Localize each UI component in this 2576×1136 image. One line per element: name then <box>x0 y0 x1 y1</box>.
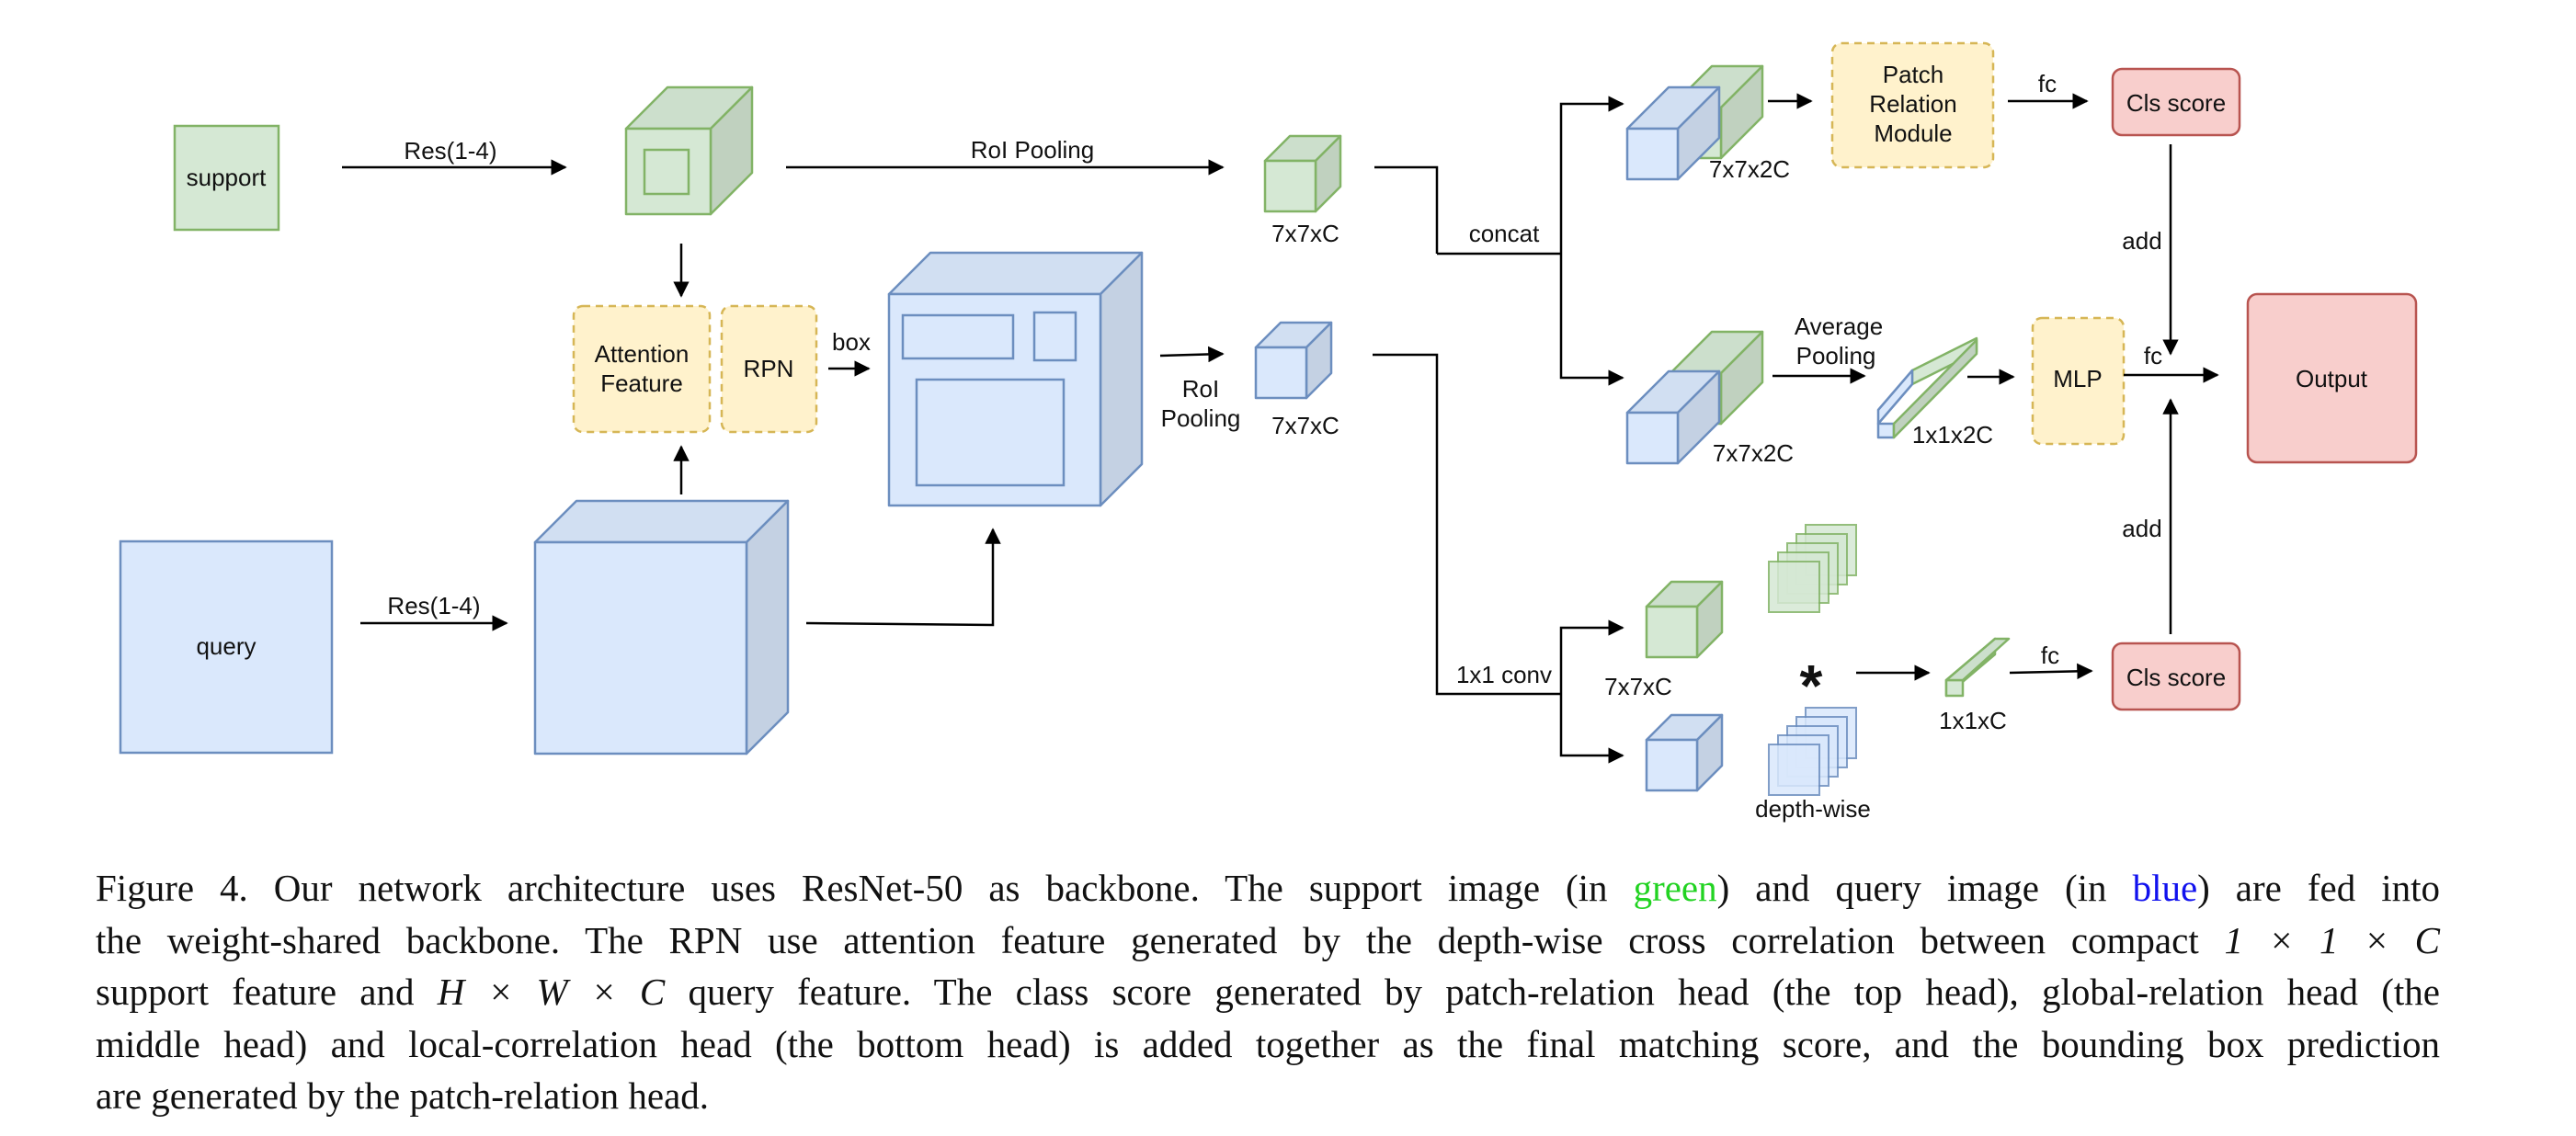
arrow-concat-mid <box>1559 254 1624 386</box>
caption-line-4: middle head) and local-correlation head … <box>96 1022 2440 1065</box>
cls-score-top <box>2111 67 2241 137</box>
mid-concat-blue <box>1625 369 1721 465</box>
proposal-box <box>901 313 1015 360</box>
bottom-blue-feature <box>1645 713 1724 792</box>
arrow-roi-pooling-mid <box>1159 346 1225 363</box>
label-query: query <box>196 632 256 660</box>
label-star: * <box>1800 653 1823 719</box>
caption-text: Figure 4. Our network architecture uses … <box>96 867 1634 909</box>
label-dim-query-roi: 7x7xC <box>1271 412 1339 439</box>
diagram-labels: support query Res(1-4) Res(1-4) RoI Pooling 7… <box>187 61 2368 827</box>
label-roi-pooling-top: RoI Pooling <box>971 136 1094 164</box>
caption-math: H × W × C <box>437 971 666 1013</box>
caption-text: the weight-shared backbone. The RPN use … <box>96 918 2225 961</box>
line-query-roi-out <box>1373 353 1561 696</box>
label-mlp: MLP <box>2053 365 2102 392</box>
output-box <box>2246 292 2418 464</box>
label-dim-1x1x2c: 1x1x2C <box>1912 421 1993 449</box>
label-patch-1: Patch <box>1883 61 1944 88</box>
label-res-bottom: Res(1-4) <box>387 592 480 619</box>
cls-score-bottom <box>2111 642 2241 711</box>
caption-math: 1 × 1 × C <box>2224 918 2441 961</box>
top-concat-blue <box>1625 85 1721 181</box>
label-shared-2: 1x1 conv <box>1456 661 1552 688</box>
caption-line-1: Figure 4. Our network architecture uses … <box>96 862 2440 914</box>
support-image <box>173 124 280 232</box>
caption-text: ) and query image (in <box>1716 867 2133 909</box>
label-add-top: add <box>2122 227 2161 255</box>
support-backbone-feature <box>624 85 754 216</box>
green-kernel-slice <box>1768 561 1820 613</box>
query-backbone-feature <box>533 499 790 755</box>
label-attention-1: Attention <box>595 340 690 368</box>
caption-green-word: green <box>1633 867 1717 909</box>
proposal-box <box>1032 311 1077 362</box>
proposal-box <box>915 378 1066 487</box>
label-dim-support-roi: 7x7xC <box>1271 220 1339 247</box>
arrow-fc-bottom <box>2009 663 2093 680</box>
label-fc-bottom: fc <box>2041 642 2059 669</box>
label-res-top: Res(1-4) <box>404 137 496 165</box>
line-support-roi-out <box>1374 165 1439 254</box>
caption-blue-word: blue <box>2132 867 2198 909</box>
label-rpn: RPN <box>744 355 794 382</box>
label-fc-mid: fc <box>2144 342 2162 369</box>
caption-text: support feature and <box>96 971 438 1013</box>
query-image <box>119 540 334 755</box>
arrow-backbone-to-map <box>805 528 1001 627</box>
caption-line-3: support feature and H × W × C query feat… <box>96 966 2440 1018</box>
label-attention-2: Feature <box>600 369 683 397</box>
support-inner-region <box>643 148 690 196</box>
query-feature-map <box>887 251 1144 507</box>
label-dim-1x1xc: 1x1xC <box>1939 707 2007 734</box>
caption-text: query feature. The class score generated… <box>665 971 2440 1013</box>
label-cls-bottom: Cls score <box>2126 664 2226 691</box>
figure-caption: Figure 4. Our network architecture uses … <box>96 862 2440 1122</box>
bottom-green-feature <box>1645 580 1724 659</box>
label-avg-2: Pooling <box>1796 342 1876 369</box>
caption-line-2: the weight-shared backbone. The RPN use … <box>96 914 2440 967</box>
feature-cubes <box>533 64 2011 796</box>
label-fc-top: fc <box>2038 70 2057 97</box>
label-dim-bottom: 7x7xC <box>1604 673 1672 700</box>
attention-feature-box <box>572 304 712 434</box>
label-dim-top-concat: 7x7x2C <box>1709 155 1790 183</box>
rpn-box <box>720 304 818 434</box>
label-depth-2: cross correlation <box>1726 823 1901 827</box>
arrow-shared-bottom <box>1559 694 1624 764</box>
label-depth-1: depth-wise <box>1755 795 1871 823</box>
label-dim-mid-concat: 7x7x2C <box>1713 439 1794 467</box>
connector-arrows <box>342 93 2219 764</box>
label-patch-3: Module <box>1874 119 1952 147</box>
query-roi-feature <box>1254 321 1333 400</box>
caption-line-5: are generated by the patch-relation head… <box>96 1074 710 1117</box>
patch-relation-module <box>1830 41 1995 169</box>
caption-text: ) are fed into <box>2197 867 2440 909</box>
label-cls-top: Cls score <box>2126 89 2226 117</box>
label-add-bottom: add <box>2122 515 2161 542</box>
mlp-box <box>2031 316 2126 446</box>
vector-1x1xc <box>1944 637 2011 698</box>
architecture-diagram: support query Res(1-4) Res(1-4) RoI Pooling 7… <box>119 41 2418 827</box>
label-output: Output <box>2296 365 2368 392</box>
label-roi-pooling-mid-1: RoI <box>1182 375 1219 403</box>
blue-feature-slice <box>1768 744 1820 796</box>
label-support: support <box>187 164 267 191</box>
label-box: box <box>832 328 871 356</box>
label-avg-1: Average <box>1795 312 1883 340</box>
arrow-concat-top <box>1559 96 1624 254</box>
vector-1x1x2c <box>1876 336 1978 439</box>
label-roi-pooling-mid-2: Pooling <box>1161 404 1241 432</box>
arrow-shared-top <box>1559 619 1624 694</box>
module-boxes <box>119 41 2418 755</box>
label-concat: concat <box>1469 220 1540 247</box>
label-patch-2: Relation <box>1869 90 1956 118</box>
support-roi-feature <box>1263 134 1342 213</box>
